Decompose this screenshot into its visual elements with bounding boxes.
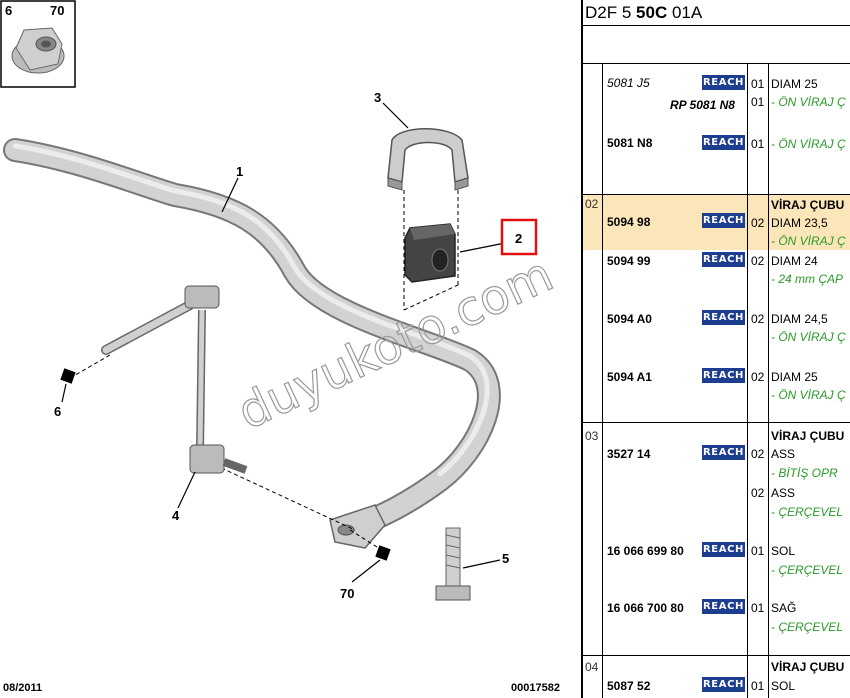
quantity: 01: [751, 601, 765, 615]
part-number[interactable]: 5094 98: [607, 215, 651, 229]
note: - ÖN VİRAJ Ç: [771, 95, 846, 109]
inset-right-label: 70: [50, 3, 64, 18]
quantity: 01: [751, 137, 765, 151]
part-number[interactable]: 3527 14: [607, 447, 651, 461]
reach-badge: REACH: [702, 213, 745, 228]
description: ASS: [771, 486, 796, 500]
reach-badge: REACH: [702, 368, 745, 383]
part-number[interactable]: RP 5081 N8: [670, 98, 735, 112]
inset-left-label: 6: [5, 3, 12, 18]
group-title: VİRAJ ÇUBU: [771, 660, 845, 674]
quantity: 01: [751, 544, 765, 558]
quantity: 02: [751, 447, 765, 461]
part-number[interactable]: 5094 A0: [607, 312, 652, 326]
callout-1: 1: [236, 164, 243, 179]
guide-lines: [69, 190, 459, 553]
note: - ÖN VİRAJ Ç: [771, 330, 846, 344]
reach-badge: REACH: [702, 542, 745, 557]
note: - 24 mm ÇAP: [771, 272, 844, 286]
nut-icon: [11, 27, 65, 74]
description: DIAM 25: [771, 370, 818, 384]
diagram-date: 08/2011: [3, 682, 42, 694]
bolt-part-5: [435, 527, 471, 601]
diagram-figure-id: 00017582: [511, 682, 560, 694]
marker-70: [375, 545, 391, 561]
reach-badge: REACH: [702, 599, 745, 614]
note: - ÇERÇEVEL: [771, 505, 844, 519]
watermark: duyukoto.com: [229, 246, 561, 441]
callout-6: 6: [54, 404, 61, 419]
note: - ÖN VİRAJ Ç: [771, 234, 846, 248]
reach-badge: REACH: [702, 252, 745, 267]
description: DIAM 24: [771, 254, 818, 268]
reach-badge: REACH: [702, 310, 745, 325]
description: DIAM 24,5: [771, 312, 828, 326]
parts-diagram: 6 70: [0, 0, 562, 694]
inset-box: 6 70: [0, 0, 76, 88]
callout-4: 4: [172, 508, 180, 523]
group-number: 04: [585, 660, 599, 674]
callout-70: 70: [340, 586, 354, 601]
note: - ÇERÇEVEL: [771, 563, 844, 577]
note: - ÖN VİRAJ Ç: [771, 388, 846, 402]
description: DIAM 25: [771, 77, 818, 91]
note: - ÖN VİRAJ Ç: [771, 137, 846, 151]
description: SAĞ: [771, 601, 797, 615]
link-rod-part-4: [101, 285, 248, 474]
note: - ÇERÇEVEL: [771, 620, 844, 634]
part-number[interactable]: 5087 52: [607, 679, 651, 693]
reach-badge: REACH: [702, 445, 745, 460]
group-number: 03: [585, 429, 599, 443]
quantity: 01: [751, 77, 765, 91]
callout-2-highlight[interactable]: [500, 218, 538, 256]
part-number[interactable]: 5094 99: [607, 254, 651, 268]
quantity: 01: [751, 95, 765, 109]
callout-2: 2: [515, 231, 522, 246]
quantity: 02: [751, 216, 765, 230]
reach-badge: REACH: [702, 677, 745, 692]
quantity: 02: [751, 370, 765, 384]
quantity: 02: [751, 254, 765, 268]
part-number[interactable]: 5081 J5: [607, 76, 650, 90]
bracket-part-3: [387, 128, 469, 191]
reach-badge: REACH: [702, 135, 745, 150]
group-title: VİRAJ ÇUBU: [771, 429, 845, 443]
note: - BİTİŞ OPR: [771, 466, 838, 480]
part-number[interactable]: 16 066 700 80: [607, 601, 684, 615]
marker-6: [60, 368, 76, 384]
part-number[interactable]: 16 066 699 80: [607, 544, 684, 558]
description: SOL: [771, 544, 796, 558]
quantity: 02: [751, 486, 765, 500]
bushing-part-2: [404, 223, 456, 283]
description: SOL: [771, 679, 796, 693]
reach-badge: REACH: [702, 75, 745, 90]
description: DIAM 23,5: [771, 216, 828, 230]
stabilizer-bar: [3, 138, 501, 549]
callout-3: 3: [374, 90, 381, 105]
table-header-code: D2F 5 50C 01A: [585, 3, 703, 22]
description: ASS: [771, 447, 796, 461]
part-number[interactable]: 5094 A1: [607, 370, 652, 384]
part-number[interactable]: 5081 N8: [607, 136, 653, 150]
quantity: 01: [751, 679, 765, 693]
leader-lines: [61, 102, 506, 583]
quantity: 02: [751, 312, 765, 326]
group-number: 02: [585, 197, 599, 211]
group-title: VİRAJ ÇUBU: [771, 198, 845, 212]
callout-5: 5: [502, 551, 509, 566]
